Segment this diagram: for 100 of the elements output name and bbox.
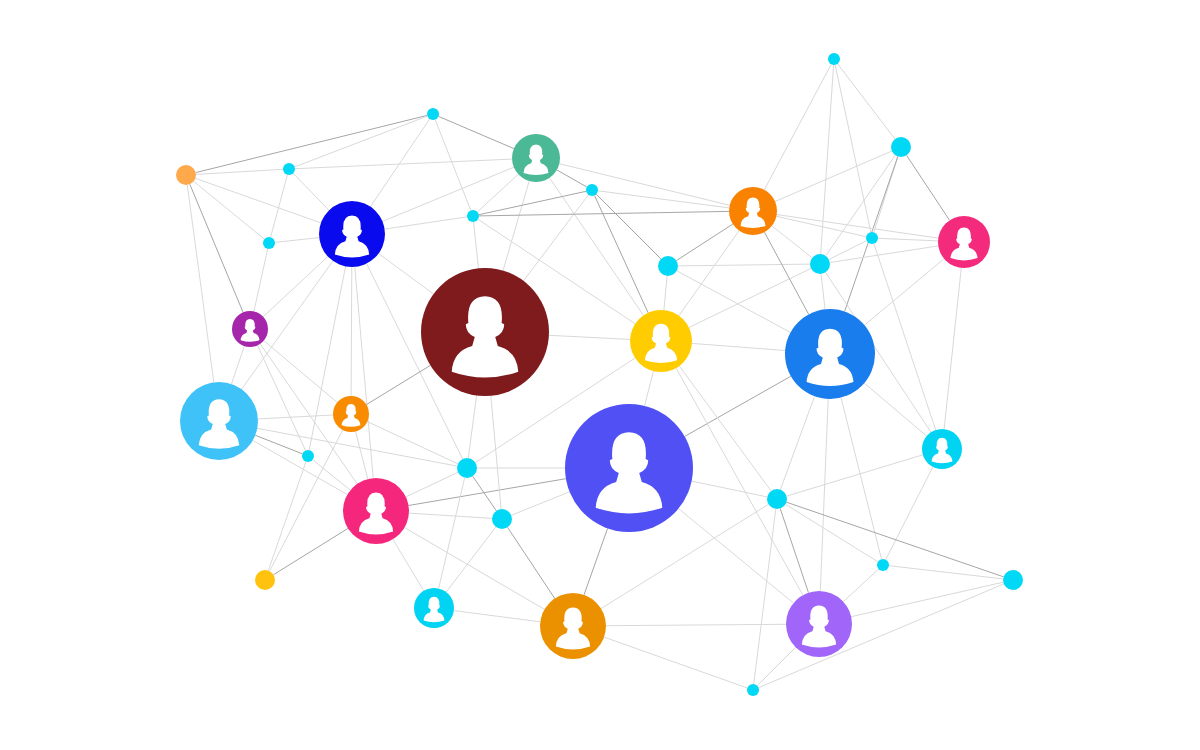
user-avatar-icon <box>565 404 693 532</box>
connector-line <box>252 439 348 496</box>
connector-line <box>873 243 937 431</box>
connector-line <box>753 508 777 685</box>
connector-line <box>405 471 459 498</box>
connector-line <box>273 527 349 576</box>
user-avatar-icon <box>421 268 549 396</box>
connector-line <box>583 527 609 596</box>
network-dot <box>810 254 830 274</box>
network-dot <box>263 237 275 249</box>
connector-line <box>820 64 835 255</box>
connector-line <box>241 260 334 390</box>
connector-line <box>842 568 880 603</box>
connector-line <box>594 195 649 314</box>
network-dot <box>828 53 840 65</box>
connector-line <box>195 168 284 175</box>
network-dot <box>176 165 196 185</box>
connector-line <box>253 248 269 312</box>
connector-line <box>274 237 320 243</box>
network-dot <box>891 137 911 157</box>
connector-line <box>186 184 215 383</box>
connector-line <box>404 527 545 610</box>
connector-line <box>490 395 502 510</box>
connector-line <box>502 180 530 272</box>
connector-line <box>676 270 791 333</box>
connector-line <box>663 275 668 311</box>
connector-line <box>763 231 810 315</box>
connector-line <box>775 215 867 238</box>
connector-line <box>644 370 654 407</box>
connector-line <box>267 461 307 572</box>
connector-line <box>194 177 322 224</box>
connector-line <box>231 345 245 385</box>
connector-line <box>828 240 868 260</box>
user-avatar-icon <box>319 201 385 267</box>
user-avatar-icon <box>540 593 606 659</box>
connector-line <box>478 190 587 216</box>
connector-line <box>877 237 939 242</box>
connector-line <box>269 429 344 572</box>
connector-line <box>408 512 493 519</box>
user-avatar-icon <box>343 478 409 544</box>
user-avatar-icon <box>630 310 692 372</box>
network-dot <box>255 570 275 590</box>
connector-line <box>819 398 829 592</box>
connector-line <box>756 646 797 687</box>
connector-line <box>354 266 374 479</box>
connector-line <box>355 430 369 480</box>
connector-line <box>257 414 334 420</box>
user-avatar-icon <box>922 429 962 469</box>
connector-line <box>294 115 428 168</box>
connector-line <box>477 218 636 325</box>
user-avatar-icon <box>414 588 454 628</box>
connector-line <box>254 434 303 455</box>
network-dot <box>427 108 439 120</box>
network-dot <box>866 232 878 244</box>
network-dot <box>658 256 678 276</box>
connector-line <box>257 344 306 451</box>
connector-line <box>863 382 928 437</box>
connector-line <box>595 193 662 260</box>
network-dot <box>467 210 479 222</box>
user-avatar-icon <box>333 396 369 432</box>
connector-line <box>864 258 945 326</box>
connector-line <box>943 267 962 430</box>
network-dot <box>747 684 759 696</box>
connector-line <box>603 636 748 689</box>
connector-line <box>840 397 882 560</box>
connector-line <box>688 267 812 328</box>
connector-line <box>507 526 556 599</box>
connector-line <box>453 610 541 623</box>
connector-line <box>370 118 431 208</box>
connector-line <box>392 538 425 592</box>
connector-line <box>677 263 811 267</box>
connector-line <box>758 583 1005 689</box>
connector-line <box>195 114 428 174</box>
connector-line <box>189 183 244 313</box>
connector-line <box>378 253 434 295</box>
connector-line <box>474 357 636 463</box>
network-dot <box>283 163 295 175</box>
connector-line <box>684 375 792 437</box>
connector-line <box>837 63 896 140</box>
connector-line <box>548 334 631 340</box>
connector-line <box>292 172 330 211</box>
connector-line <box>549 177 644 316</box>
connector-line <box>597 190 730 209</box>
connector-line <box>350 266 353 397</box>
connector-line <box>510 491 571 516</box>
connector-line <box>365 364 431 406</box>
connector-line <box>434 119 472 211</box>
connector-line <box>850 581 1004 618</box>
connector-line <box>523 194 589 282</box>
connector-line <box>675 223 734 262</box>
user-avatar-icon <box>786 591 852 657</box>
user-avatar-icon <box>785 309 875 399</box>
network-dot <box>1003 570 1023 590</box>
connector-line <box>873 156 899 233</box>
connector-line <box>270 174 288 238</box>
connector-line <box>691 480 768 498</box>
user-avatar-icon <box>938 216 990 268</box>
network-dot <box>586 184 598 196</box>
connector-line <box>467 394 478 459</box>
connector-line <box>193 180 265 240</box>
